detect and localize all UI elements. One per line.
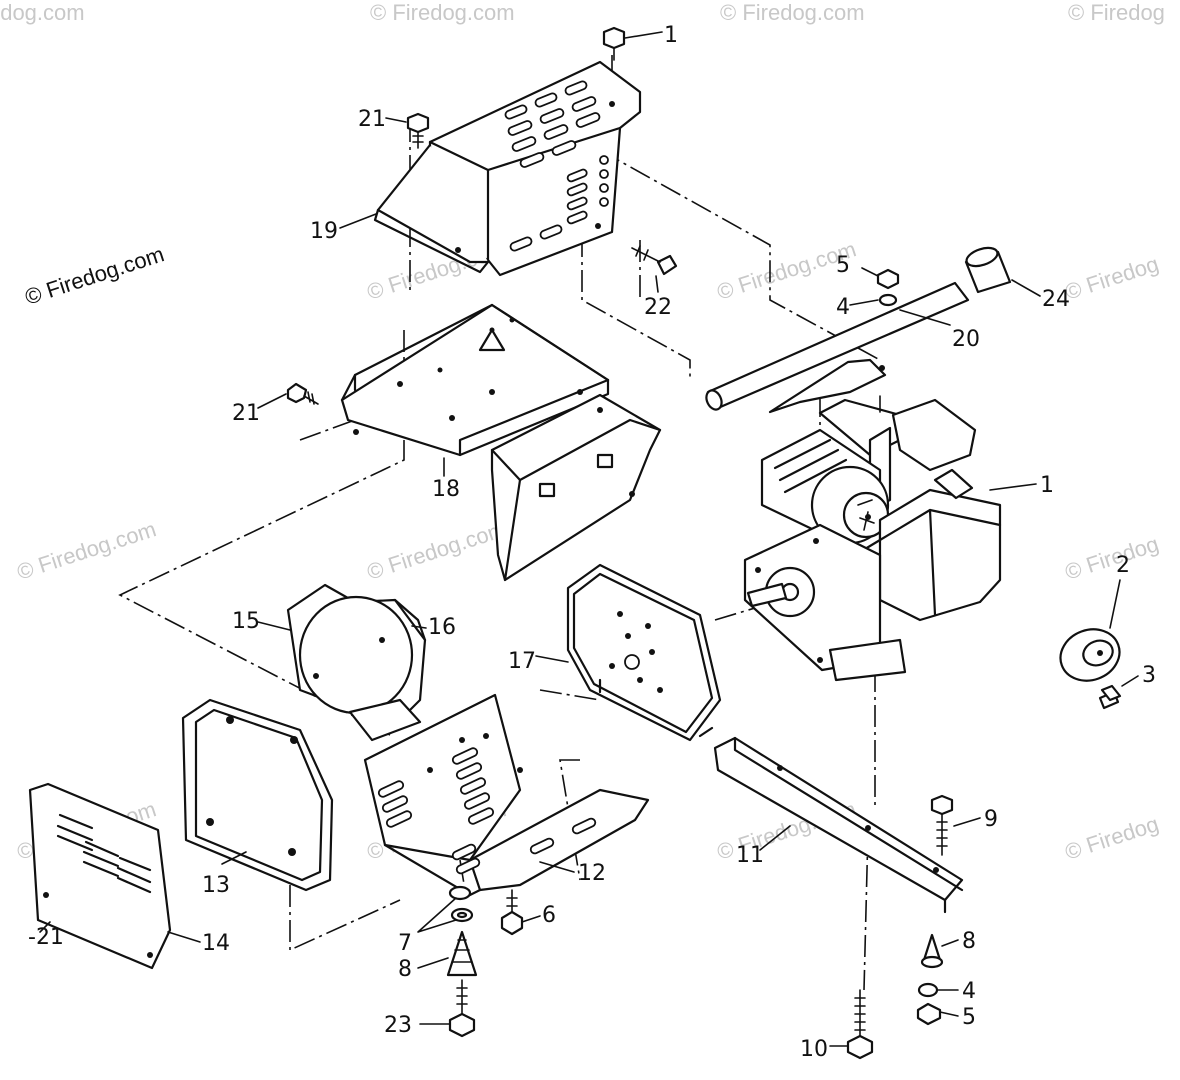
callout-14: 14 (202, 931, 230, 956)
gasket-13 (181, 698, 334, 892)
watermark: © Firedog (1062, 811, 1162, 865)
callout-16: 16 (428, 615, 456, 640)
callout-21: -21 (28, 925, 64, 950)
callout-9: 9 (984, 807, 998, 832)
cap-2 (1059, 628, 1121, 682)
callout-8: 8 (398, 957, 412, 982)
vent-panel-14 (28, 782, 172, 970)
fasteners (286, 26, 1122, 1060)
watermark: © Firedog.com (364, 516, 509, 584)
callout-1: 1 (1040, 473, 1054, 498)
callout-24: 24 (1042, 287, 1070, 312)
tray-slots (377, 733, 597, 875)
watermark: © Firedog.com (0, 0, 85, 25)
callout-19: 19 (310, 219, 338, 244)
bar-11 (713, 736, 964, 914)
callout-2: 2 (1116, 553, 1130, 578)
callout-21: 21 (232, 401, 260, 426)
callout-8: 8 (962, 929, 976, 954)
leader-lines (39, 31, 1139, 1047)
callout-5: 5 (962, 1005, 976, 1030)
watermark-dark: © Firedog.com (22, 241, 167, 309)
callout-5: 5 (836, 253, 850, 278)
callout-4: 4 (962, 979, 976, 1004)
lower-tray (363, 693, 650, 897)
bracket-extension (490, 393, 662, 582)
callout-7: 7 (398, 931, 412, 956)
callout-15: 15 (232, 609, 260, 634)
watermark: © Firedog.com (720, 0, 865, 25)
callout-23: 23 (384, 1013, 412, 1038)
callout-4: 4 (836, 295, 850, 320)
callout-1: 1 (664, 23, 678, 48)
callout-21: 21 (358, 107, 386, 132)
engine-1 (743, 398, 1002, 682)
watermark: © Firedog.com (14, 516, 159, 584)
callout-18: 18 (432, 477, 460, 502)
callout-11: 11 (736, 843, 764, 868)
callout-6: 6 (542, 903, 556, 928)
callout-20: 20 (952, 327, 980, 352)
callout-labels: 1 21 19 22 5 4 24 20 21 18 1 2 3 15 16 1… (28, 23, 1156, 1062)
callout-10: 10 (800, 1037, 828, 1062)
top-shroud-19 (373, 60, 642, 277)
plate-17 (566, 563, 722, 742)
callout-3: 3 (1142, 663, 1156, 688)
handle-tube-20 (705, 281, 970, 414)
end-cap-24 (964, 246, 1012, 294)
callout-13: 13 (202, 873, 230, 898)
callout-12: 12 (578, 861, 606, 886)
shroud-slots (455, 80, 615, 253)
watermark: © Firedog (1068, 0, 1165, 25)
watermark: © Firedog (1062, 251, 1162, 305)
callout-17: 17 (508, 649, 536, 674)
callout-22: 22 (644, 295, 672, 320)
watermark: © Firedog (1062, 531, 1162, 585)
upper-bracket-18 (340, 303, 610, 457)
watermark: © Firedog.com (370, 0, 515, 25)
ring-housing-15-16 (286, 583, 427, 742)
